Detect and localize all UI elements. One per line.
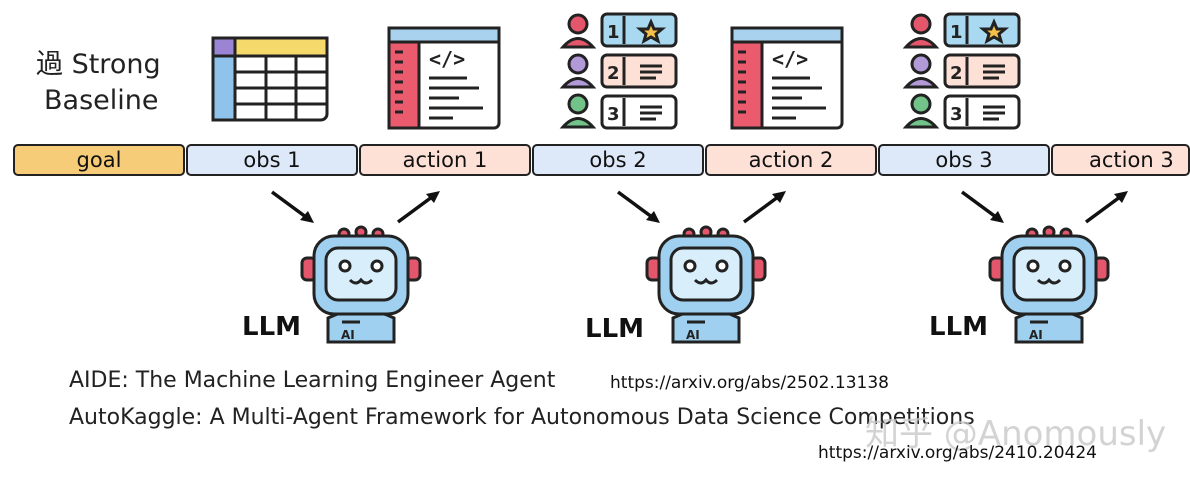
timeline-action-1: action 1	[359, 144, 531, 176]
timeline-obs-1: obs 1	[186, 144, 358, 176]
reference-1-url[interactable]: https://arxiv.org/abs/2502.13138	[610, 373, 889, 393]
rank-2-label: 2	[950, 63, 963, 84]
arrow-icon	[270, 190, 314, 223]
ranking-icon: 1 2 3	[559, 12, 678, 130]
robot-badge: AI	[686, 328, 700, 342]
reference-1-title: AIDE: The Machine Learning Engineer Agen…	[69, 368, 556, 393]
arrow-icon	[960, 190, 1004, 223]
robot-icon: AI	[645, 225, 767, 344]
timeline-action-3: action 3	[1051, 144, 1190, 176]
baseline-title-line2: Baseline	[44, 85, 159, 116]
arrow-icon	[396, 191, 440, 224]
timeline-obs-2: obs 2	[532, 144, 704, 176]
rank-1-label: 1	[950, 22, 963, 43]
arrow-icon	[1084, 191, 1128, 224]
arrow-icon	[616, 190, 660, 223]
timeline-obs-3: obs 3	[878, 144, 1050, 176]
rank-3-label: 3	[950, 104, 963, 125]
robot-badge: AI	[341, 328, 355, 342]
reference-2-title: AutoKaggle: A Multi-Agent Framework for …	[69, 405, 975, 430]
watermark: 知乎 @Anomously	[865, 414, 1167, 454]
robot-badge: AI	[1029, 328, 1043, 342]
arrow-icon	[742, 191, 786, 224]
code-window-icon: </>	[730, 26, 844, 130]
robot-icon: AI	[300, 225, 422, 344]
ranking-icon: 1 2 3	[902, 12, 1021, 130]
timeline-action-2: action 2	[705, 144, 877, 176]
rank-3-label: 3	[607, 104, 620, 125]
llm-label-1: LLM	[242, 312, 302, 342]
reference-2-url[interactable]: https://arxiv.org/abs/2410.20424	[818, 443, 1097, 463]
timeline-goal: goal	[13, 144, 185, 176]
rank-2-label: 2	[607, 63, 620, 84]
code-tag: </>	[429, 47, 465, 71]
llm-label-3: LLM	[929, 312, 989, 342]
llm-label-2: LLM	[585, 314, 645, 344]
code-tag: </>	[772, 47, 808, 71]
baseline-title-line1: 過 Strong	[36, 49, 161, 80]
rank-1-label: 1	[607, 22, 620, 43]
robot-icon: AI	[988, 225, 1110, 344]
table-icon	[211, 36, 329, 122]
code-window-icon: </>	[387, 26, 501, 130]
